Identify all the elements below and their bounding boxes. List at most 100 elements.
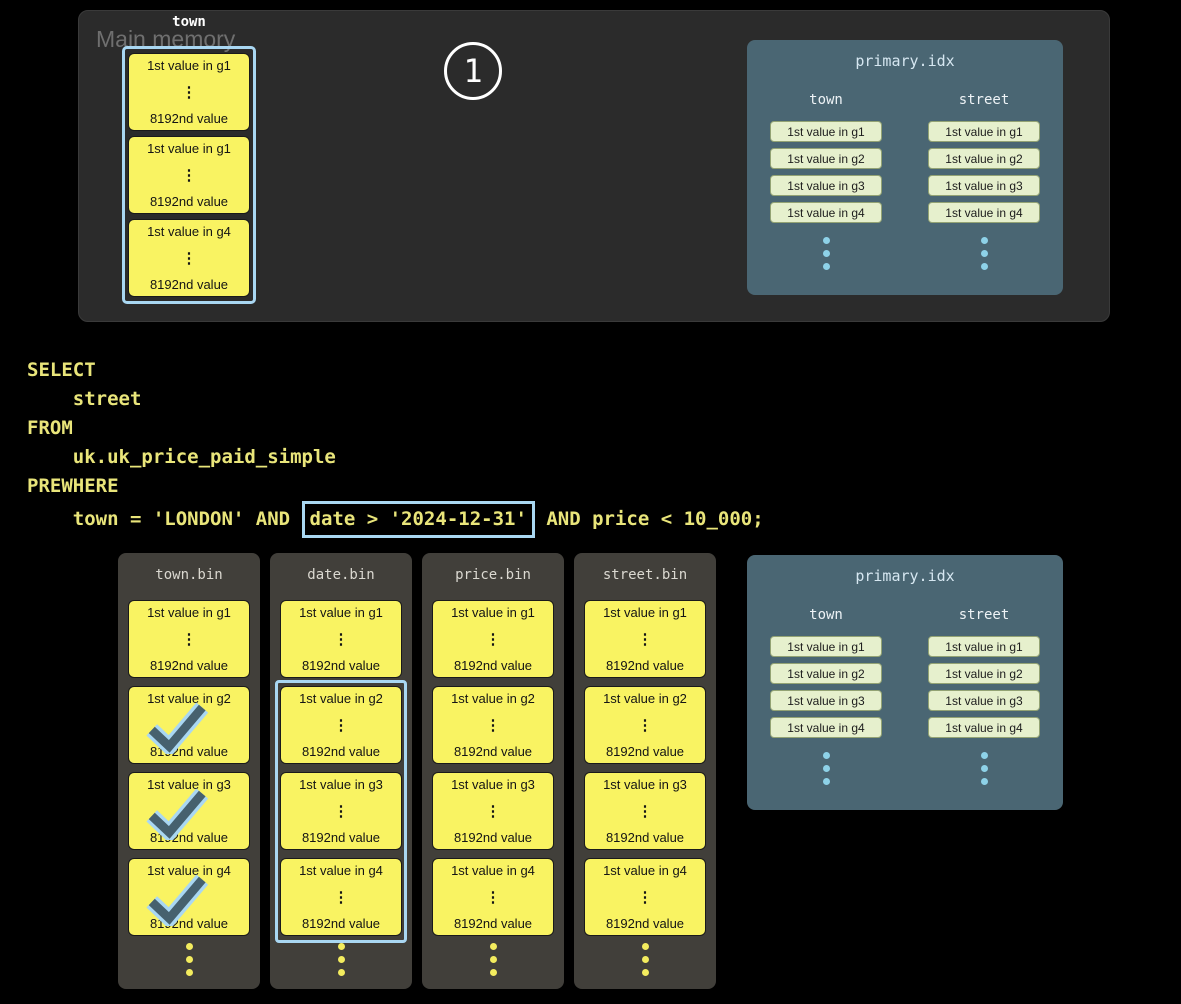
granule-first-value: 1st value in g2 <box>603 691 687 706</box>
vertical-ellipsis: ⋮ <box>637 888 653 906</box>
index-entry: 1st value in g2 <box>928 663 1040 684</box>
index-column-label: town <box>809 92 843 108</box>
index-entry: 1st value in g3 <box>770 690 882 711</box>
granule-first-value: 1st value in g1 <box>451 605 535 620</box>
index-entry: 1st value in g3 <box>770 175 882 196</box>
granule-block: 1st value in g1 ⋮ 8192nd value <box>584 600 706 678</box>
granule-block: 1st value in g3 ⋮ 8192nd value <box>584 772 706 850</box>
column-file-title: street.bin <box>602 567 688 583</box>
sql-line: FROM <box>27 417 73 439</box>
primary-index-column-street: street 1st value in g1 1st value in g2 1… <box>905 607 1063 785</box>
sql-line-prewhere-conditions: town = 'LONDON' AND date > '2024-12-31' … <box>27 501 764 538</box>
granule-block: 1st value in g1 ⋮ 8192nd value <box>128 600 250 678</box>
column-file-price-bin: price.bin 1st value in g1 ⋮ 8192nd value… <box>422 553 564 989</box>
checkmark-icon <box>146 702 209 754</box>
index-entry: 1st value in g2 <box>770 663 882 684</box>
checkmark-icon <box>146 874 209 926</box>
granule-first-value: 1st value in g4 <box>147 224 231 239</box>
granule-blocks: 1st value in g1 ⋮ 8192nd value 1st value… <box>422 600 564 936</box>
granule-block: 1st value in g3 ⋮ 8192nd value <box>432 772 554 850</box>
primary-index-title: primary.idx <box>855 52 955 70</box>
granule-last-value: 8192nd value <box>605 830 685 845</box>
granule-first-value: 1st value in g2 <box>451 691 535 706</box>
more-entries-dots <box>980 752 988 785</box>
granule-block: 1st value in g4 ⋮ 8192nd value <box>128 219 250 297</box>
granule-first-value: 1st value in g3 <box>451 777 535 792</box>
granule-last-value: 8192nd value <box>149 277 229 292</box>
granule-last-value: 8192nd value <box>605 744 685 759</box>
granule-first-value: 1st value in g4 <box>147 863 231 878</box>
granule-first-value: 1st value in g1 <box>147 58 231 73</box>
granule-first-value: 1st value in g1 <box>299 605 383 620</box>
granule-first-value: 1st value in g2 <box>299 691 383 706</box>
vertical-ellipsis: ⋮ <box>181 83 197 101</box>
sql-line: PREWHERE <box>27 475 119 497</box>
sql-condition-date-highlighted: date > '2024-12-31' <box>301 501 535 538</box>
granule-last-value: 8192nd value <box>605 658 685 673</box>
granule-block: 1st value in g1 ⋮ 8192nd value <box>280 600 402 678</box>
vertical-ellipsis: ⋮ <box>485 716 501 734</box>
index-column-label: street <box>958 607 1010 623</box>
more-entries-dots <box>822 752 830 785</box>
primary-index-columns: town 1st value in g1 1st value in g2 1st… <box>747 607 1063 785</box>
more-granules-dots <box>574 943 716 976</box>
index-column-label: town <box>809 607 843 623</box>
granule-first-value: 1st value in g3 <box>603 777 687 792</box>
index-entry: 1st value in g1 <box>770 636 882 657</box>
granule-first-value: 1st value in g1 <box>147 605 231 620</box>
selected-granules-highlight-frame <box>275 680 407 943</box>
sql-line: SELECT <box>27 359 96 381</box>
granule-block: 1st value in g2 ⋮ 8192nd value <box>432 686 554 764</box>
index-entry: 1st value in g1 <box>770 121 882 142</box>
primary-index-column-town: town 1st value in g1 1st value in g2 1st… <box>747 607 905 785</box>
column-file-town-bin: town.bin 1st value in g1 ⋮ 8192nd value … <box>118 553 260 989</box>
granule-first-value: 1st value in g4 <box>299 863 383 878</box>
vertical-ellipsis: ⋮ <box>333 630 349 648</box>
granule-last-value: 8192nd value <box>301 916 381 931</box>
granule-first-value: 1st value in g4 <box>451 863 535 878</box>
memory-column-title: town <box>172 14 206 30</box>
granule-blocks: 1st value in g1 ⋮ 8192nd value 1st value… <box>270 600 412 936</box>
granule-block: 1st value in g2 ⋮ 8192nd value <box>280 686 402 764</box>
index-entry: 1st value in g4 <box>928 717 1040 738</box>
granule-last-value: 8192nd value <box>149 194 229 209</box>
granule-block: 1st value in g4 ⋮ 8192nd value <box>280 858 402 936</box>
vertical-ellipsis: ⋮ <box>485 630 501 648</box>
primary-index-title: primary.idx <box>855 567 955 585</box>
sql-line: street <box>27 388 142 410</box>
index-entry: 1st value in g2 <box>928 148 1040 169</box>
granule-last-value: 8192nd value <box>453 830 533 845</box>
primary-index-column-street: street 1st value in g1 1st value in g2 1… <box>905 92 1063 270</box>
vertical-ellipsis: ⋮ <box>181 166 197 184</box>
column-file-street-bin: street.bin 1st value in g1 ⋮ 8192nd valu… <box>574 553 716 989</box>
vertical-ellipsis: ⋮ <box>485 802 501 820</box>
index-column-label: street <box>958 92 1010 108</box>
sql-condition-price: AND price < 10_000; <box>534 508 764 530</box>
step-1-badge: 1 <box>444 42 502 100</box>
index-entry: 1st value in g4 <box>928 202 1040 223</box>
checkmark-icon <box>146 788 209 840</box>
granule-first-value: 1st value in g4 <box>603 863 687 878</box>
granule-block: 1st value in g4 ⋮ 8192nd value <box>584 858 706 936</box>
index-entry: 1st value in g4 <box>770 202 882 223</box>
granule-last-value: 8192nd value <box>301 658 381 673</box>
granule-block: 1st value in g1 ⋮ 8192nd value <box>432 600 554 678</box>
column-file-title: town.bin <box>155 567 223 583</box>
granule-last-value: 8192nd value <box>453 658 533 673</box>
granule-first-value: 1st value in g3 <box>147 777 231 792</box>
granule-last-value: 8192nd value <box>301 830 381 845</box>
more-granules-dots <box>422 943 564 976</box>
vertical-ellipsis: ⋮ <box>485 888 501 906</box>
granule-block: 1st value in g1 ⋮ 8192nd value <box>128 53 250 131</box>
index-entry: 1st value in g1 <box>928 121 1040 142</box>
index-entry: 1st value in g1 <box>928 636 1040 657</box>
vertical-ellipsis: ⋮ <box>333 802 349 820</box>
granule-last-value: 8192nd value <box>453 916 533 931</box>
more-entries-dots <box>822 237 830 270</box>
granule-block: 1st value in g2 ⋮ 8192nd value <box>584 686 706 764</box>
vertical-ellipsis: ⋮ <box>181 249 197 267</box>
column-file-title: price.bin <box>455 567 531 583</box>
granule-last-value: 8192nd value <box>149 658 229 673</box>
granule-last-value: 8192nd value <box>453 744 533 759</box>
